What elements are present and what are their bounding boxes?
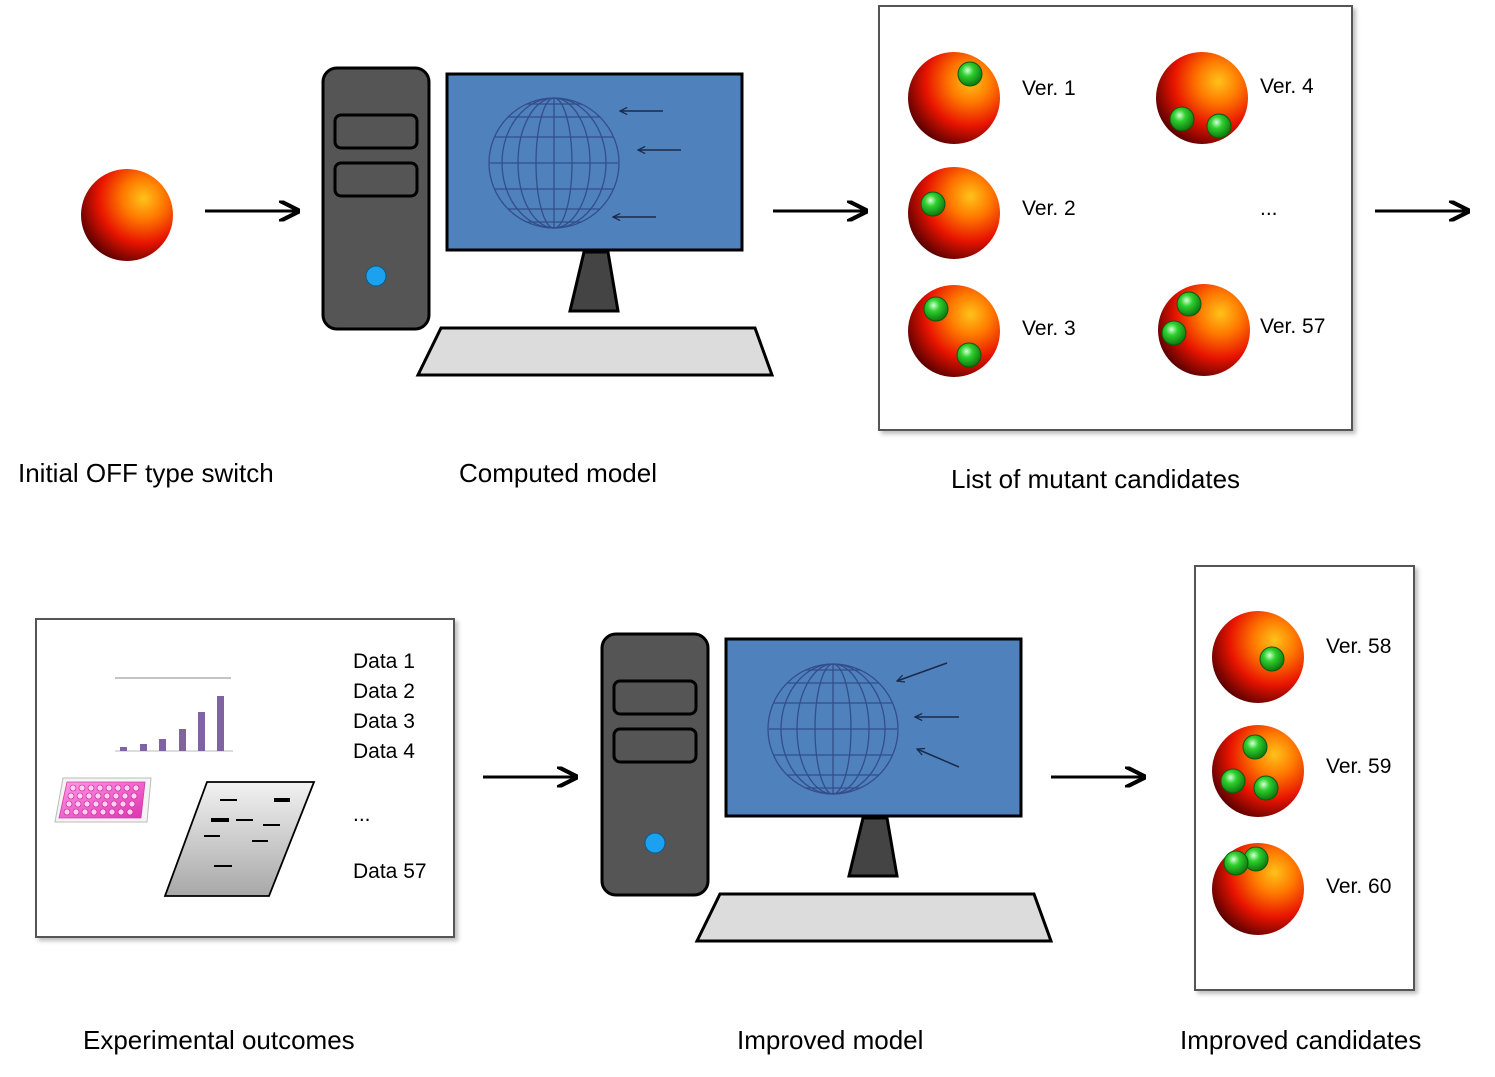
initial-switch-sphere	[81, 169, 173, 261]
sphere-ver58	[1212, 611, 1304, 703]
label-mutant-list: List of mutant candidates	[951, 464, 1241, 494]
computer-tower	[600, 632, 710, 897]
computed-model-computer	[321, 66, 775, 377]
sphere-ver60	[1212, 843, 1304, 935]
globe-icon	[767, 663, 899, 795]
label-experimental-outcomes: Experimental outcomes	[83, 1025, 355, 1055]
binding-arrows	[897, 662, 960, 768]
label-ver1: Ver. 1	[1022, 77, 1076, 100]
monitor	[415, 72, 775, 377]
gel-sheet-icon	[163, 781, 316, 897]
label-ver2: Ver. 2	[1022, 197, 1076, 220]
sphere-ver3	[908, 285, 1000, 377]
power-led-icon	[365, 265, 387, 287]
arrow-computed-to-list	[773, 200, 878, 222]
arrow-improved-to-candidates	[1051, 766, 1156, 788]
data-label-4: Data 4	[353, 740, 415, 763]
sphere-ver4	[1156, 52, 1248, 144]
arrow-initial-to-computed	[205, 200, 310, 222]
data-label-2: Data 2	[353, 680, 415, 703]
data-label-57: Data 57	[353, 860, 427, 883]
label-ver57: Ver. 57	[1260, 315, 1326, 338]
mutant-candidates-panel: Ver. 1 Ver. 2 Ver. 3 Ver. 4 ... Ver. 57	[878, 5, 1353, 431]
label-ver3: Ver. 3	[1022, 317, 1076, 340]
sphere-ver1	[908, 52, 1000, 144]
improved-spheres	[1212, 611, 1304, 935]
sphere-ver59	[1212, 725, 1304, 817]
experimental-outcomes-panel: Data 1 Data 2 Data 3 Data 4 ... Data 57	[35, 618, 455, 938]
arrow-outcomes-to-improved	[483, 766, 588, 788]
data-label-ellipsis: ...	[353, 803, 371, 826]
bar-chart-icon	[115, 677, 233, 752]
improved-candidates-panel: Ver. 58 Ver. 59 Ver. 60	[1194, 565, 1415, 991]
data-label-1: Data 1	[353, 650, 415, 673]
well-plate-icon	[54, 777, 152, 823]
label-initial-switch: Initial OFF type switch	[18, 458, 274, 488]
arrow-list-out	[1375, 200, 1480, 222]
label-ver4: Ver. 4	[1260, 75, 1314, 98]
sphere-ver57	[1158, 284, 1250, 376]
label-computed-model: Computed model	[459, 458, 657, 488]
label-ver60: Ver. 60	[1326, 875, 1392, 898]
improved-model-computer	[600, 632, 1054, 943]
label-ellipsis: ...	[1260, 197, 1278, 220]
sphere-ver2	[908, 167, 1000, 259]
label-improved-model: Improved model	[737, 1025, 924, 1055]
globe-icon	[488, 97, 620, 229]
label-ver58: Ver. 58	[1326, 635, 1392, 658]
label-improved-candidates: Improved candidates	[1180, 1025, 1422, 1055]
power-led-icon	[644, 832, 666, 854]
label-ver59: Ver. 59	[1326, 755, 1392, 778]
computer-tower	[321, 66, 431, 331]
monitor	[694, 637, 1054, 943]
binding-arrows	[613, 111, 681, 217]
mutant-spheres	[908, 52, 1250, 377]
data-label-3: Data 3	[353, 710, 415, 733]
